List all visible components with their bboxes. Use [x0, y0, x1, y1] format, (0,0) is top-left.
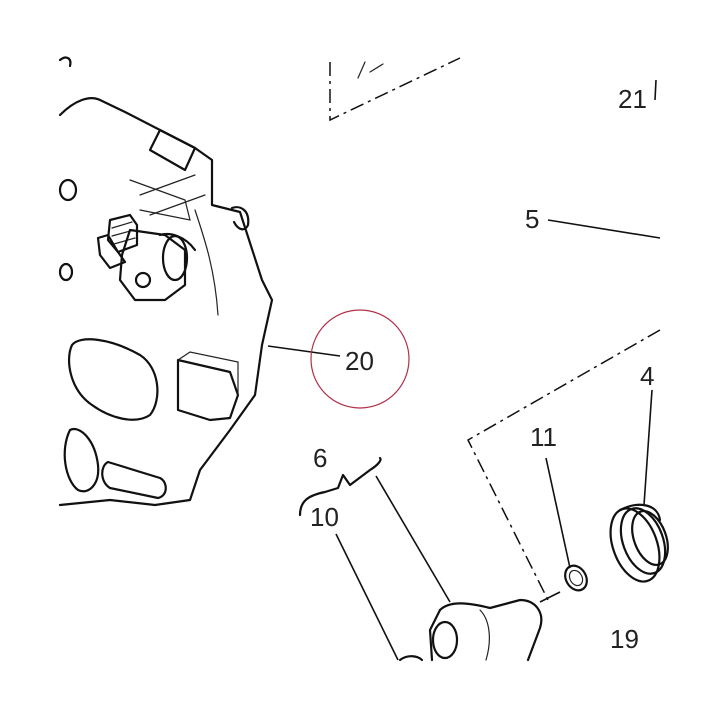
o-ring — [564, 564, 588, 592]
reference-lines — [329, 57, 661, 601]
callout-10: 10 — [310, 502, 339, 532]
caliper-body — [58, 56, 274, 507]
callout-19: 19 — [610, 624, 639, 654]
callout-6: 6 — [313, 443, 327, 473]
leader-lines — [267, 79, 661, 661]
callout-11: 11 — [530, 422, 557, 452]
callout-20: 20 — [345, 346, 374, 376]
spring — [609, 503, 669, 583]
group-brace — [298, 456, 382, 517]
piston-housing — [398, 598, 543, 662]
highlight-ring — [310, 309, 410, 409]
callout-5: 5 — [525, 204, 539, 234]
callout-4: 4 — [640, 361, 654, 391]
callout-21: 21 — [618, 84, 647, 114]
